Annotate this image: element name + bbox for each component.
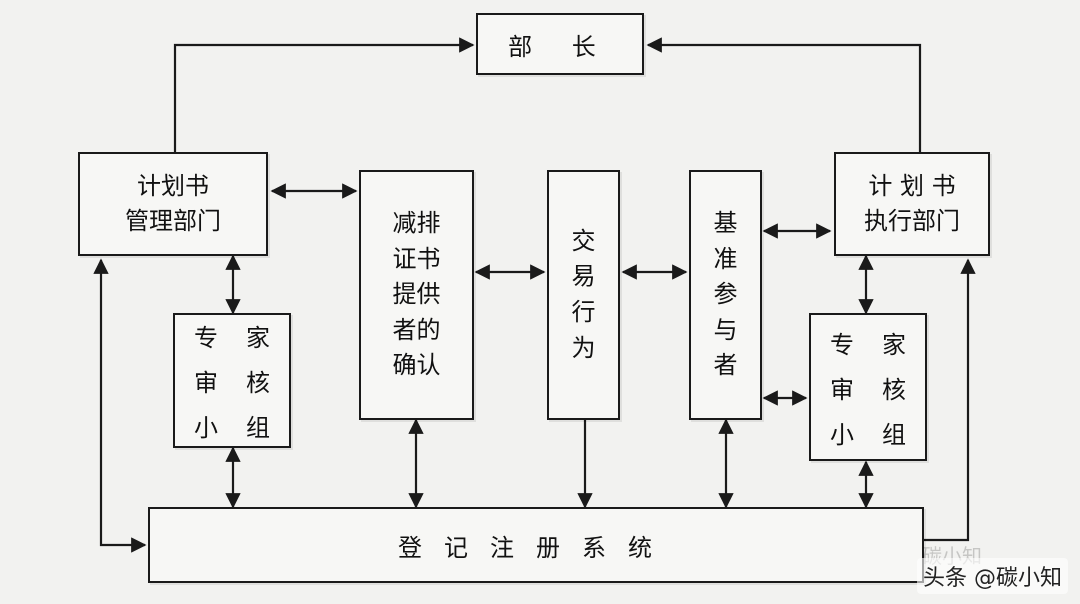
expert-review-group-left-label: 专 家 审 核 小 组 (194, 324, 270, 442)
expert-review-group-left-box: 专 家 审 核 小 组 (173, 313, 291, 448)
expert-review-group-right-label: 专 家 审 核 小 组 (830, 330, 906, 449)
trading-activity-label: 交 易 行 为 (571, 226, 596, 362)
baseline-participant-box: 基 准 参 与 者 (689, 170, 762, 420)
plan-management-dept-box: 计划书 管理部门 (78, 152, 268, 256)
baseline-participant-label: 基 准 参 与 者 (713, 209, 738, 380)
minister-label: 部 长 (508, 32, 612, 61)
plan-management-dept-label: 计划书 管理部门 (125, 172, 221, 235)
source-watermark: 头条 @碳小知 (917, 558, 1068, 594)
arrow-plan-mgmt-registry-loop (93, 258, 147, 553)
certificate-provider-confirmation-label: 减排 证书 提供 者的 确认 (392, 209, 441, 380)
registry-system-label: 登记注册系统 (398, 533, 674, 562)
arrow-registry-plan-exec-loop (924, 258, 976, 542)
arrow-plan-exec-to-minister (646, 37, 922, 152)
expert-review-group-right-box: 专 家 审 核 小 组 (809, 313, 927, 461)
plan-execution-dept-box: 计 划 书 执行部门 (834, 152, 990, 256)
arrow-plan-mgmt-to-minister (173, 37, 475, 152)
certificate-provider-confirmation-box: 减排 证书 提供 者的 确认 (359, 170, 474, 420)
trading-activity-box: 交 易 行 为 (547, 170, 620, 420)
registry-system-box: 登记注册系统 (148, 507, 924, 583)
minister-box: 部 长 (476, 13, 644, 75)
plan-execution-dept-label: 计 划 书 执行部门 (864, 172, 960, 235)
